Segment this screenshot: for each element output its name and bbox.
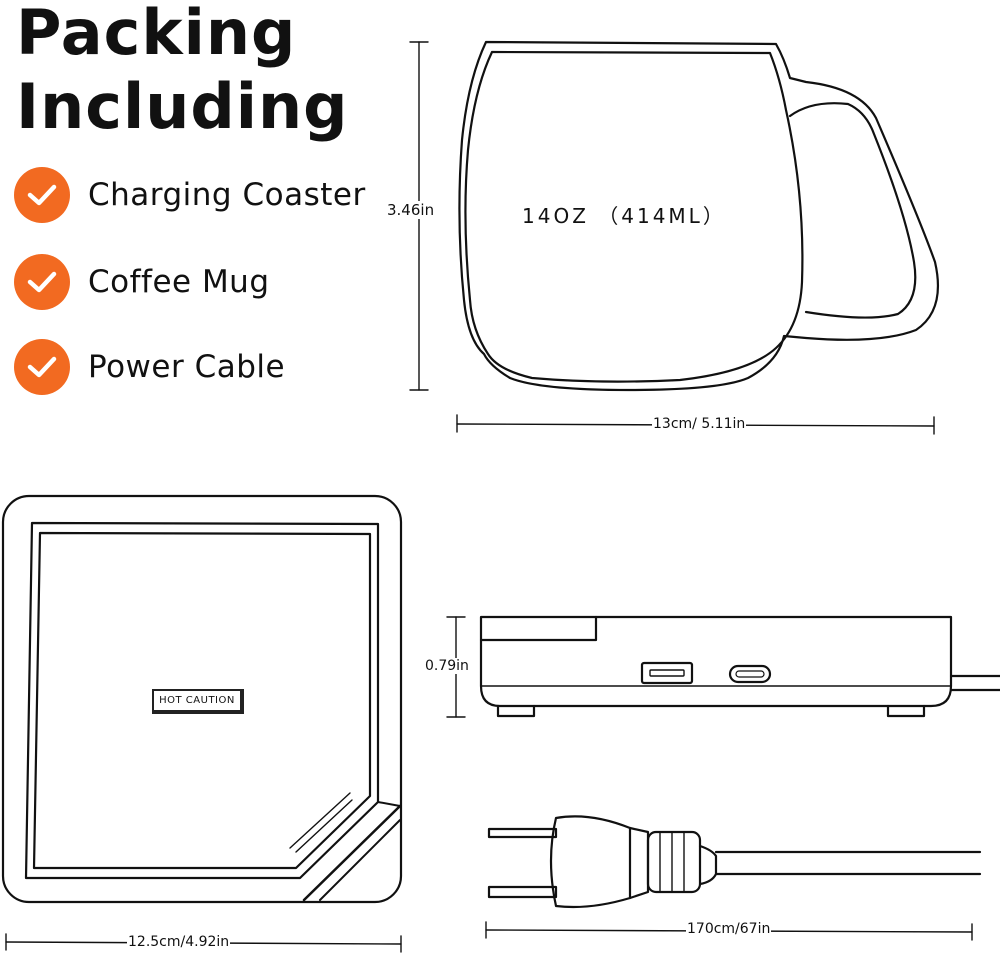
coaster-height-label: 0.79in [424, 658, 470, 674]
coaster-top-drawing [1, 494, 403, 904]
coaster-width-label: 12.5cm/4.92in [127, 934, 231, 950]
item-label: Coffee Mug [88, 264, 270, 300]
check-circle-icon [14, 339, 70, 395]
list-item: Charging Coaster [14, 167, 366, 223]
coaster-side-drawing [479, 615, 1000, 718]
title-line-1: Packing [16, 0, 297, 69]
list-item: Coffee Mug [14, 254, 270, 310]
item-label: Charging Coaster [88, 177, 366, 213]
list-item: Power Cable [14, 339, 285, 395]
mug-capacity-label: 14OZ （414ML） [522, 204, 726, 228]
mug-height-label: 3.46in [386, 201, 436, 219]
cable-length-label: 170cm/67in [686, 921, 772, 937]
power-cable-drawing [487, 815, 982, 909]
mug-drawing [458, 40, 939, 392]
item-label: Power Cable [88, 349, 286, 385]
hot-caution-label: HOT CAUTION [152, 689, 244, 714]
mug-width-label: 13cm/ 5.11in [652, 416, 747, 432]
title-line-2: Including [16, 70, 349, 143]
check-circle-icon [14, 167, 70, 223]
check-circle-icon [14, 254, 70, 310]
page-title: Packing Including [16, 0, 349, 144]
